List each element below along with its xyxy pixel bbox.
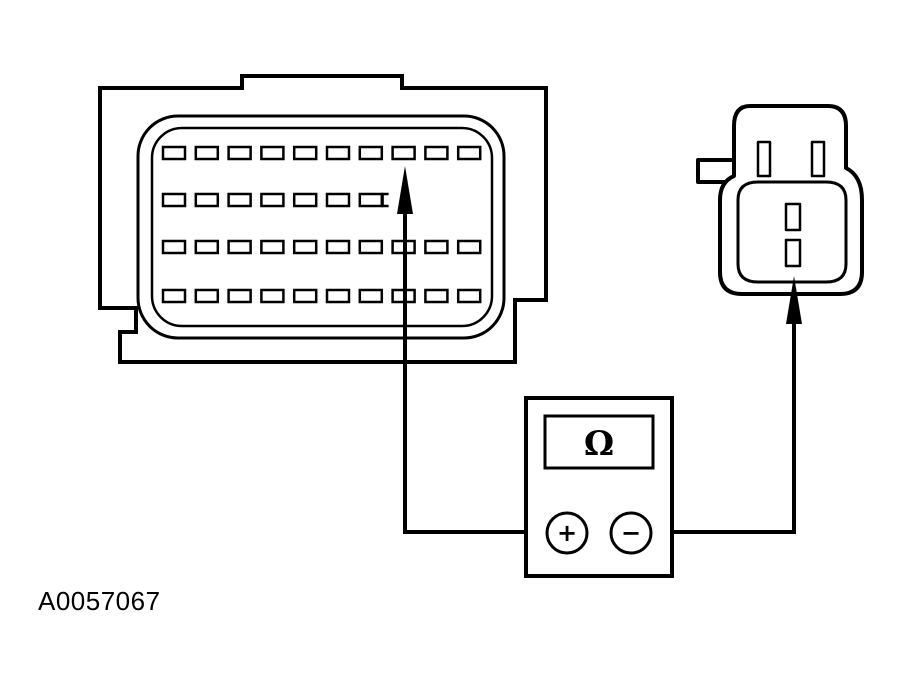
pin-cavity (358, 192, 384, 208)
pin-cavity (424, 239, 449, 255)
negative-probe-tip (786, 276, 802, 324)
connector-blade-left (756, 140, 772, 178)
pin-cavity (194, 288, 220, 304)
connector-face-inner (150, 126, 494, 328)
pin-cavity (325, 192, 351, 208)
pin-cavity (260, 192, 285, 208)
pin-grid (161, 145, 482, 304)
connector-latch-tab (696, 158, 734, 184)
positive-test-lead (403, 210, 546, 534)
pin-cavity (456, 145, 482, 161)
pin-cavity (194, 192, 220, 208)
pin-cavity (456, 288, 482, 304)
negative-terminal-label: − (621, 519, 641, 547)
pin-cavity (194, 239, 220, 255)
pin-cavity (194, 145, 220, 161)
negative-test-lead (652, 320, 796, 534)
pin-cavity (227, 192, 252, 208)
negative-terminal (609, 511, 653, 555)
pin-cavity (227, 239, 252, 255)
pin-cavity (391, 145, 416, 161)
pin-cavity (292, 145, 318, 161)
pin-cavity (161, 145, 187, 161)
pin-cavity (227, 145, 252, 161)
connector-inner-outline (736, 180, 848, 284)
ohmmeter-display (543, 414, 655, 470)
pin-cavity (292, 239, 318, 255)
positive-terminal (545, 511, 589, 555)
pin-cavity (325, 239, 351, 255)
component-connector-body (718, 104, 864, 296)
connector-blade-right (810, 140, 826, 178)
pin-cavity (161, 192, 187, 208)
pin-cavity (358, 288, 384, 304)
pin-cavity (292, 288, 318, 304)
pin-cavity (325, 288, 351, 304)
figure-id: A0057067 (38, 586, 161, 616)
positive-terminal-label: + (557, 519, 577, 547)
pin-cavity (292, 192, 318, 208)
pin-cavity (424, 145, 449, 161)
pin-cavity (456, 239, 482, 255)
pin-cavity (424, 288, 449, 304)
connector-pin-1 (784, 202, 802, 232)
pin-cavity (260, 145, 285, 161)
pin-cavity (325, 145, 351, 161)
ohm-symbol: Ω (584, 424, 614, 464)
ohmmeter: Ω + − (524, 396, 674, 578)
connector-housing (98, 74, 548, 364)
connector-face-outer (136, 114, 506, 340)
component-connector (696, 104, 864, 296)
pin-cavity (161, 239, 187, 255)
positive-probe-tip (397, 166, 413, 214)
pin-cavity (161, 288, 187, 304)
pin-cavity (358, 145, 384, 161)
pin-cavity (260, 288, 285, 304)
pin-cavity (227, 288, 252, 304)
pin-cavity (260, 239, 285, 255)
pin-cavity (358, 239, 384, 255)
multi-pin-connector (98, 74, 548, 364)
test-leads (403, 210, 796, 534)
connector-pin-2 (784, 238, 802, 268)
